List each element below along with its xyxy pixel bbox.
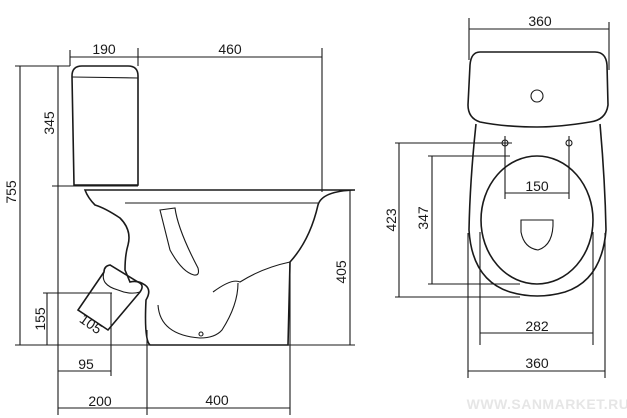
dim-bowl-length: 460: [218, 41, 242, 57]
dim-seat-height: 405: [333, 260, 349, 284]
dim-tank-height: 345: [41, 111, 57, 135]
dim-outlet-diameter: 105: [77, 311, 105, 338]
side-view: 190 460 755 345 405 155 105 95 200 400: [3, 41, 356, 415]
cistern-tank: [71, 65, 139, 186]
dim-outlet-height: 155: [32, 307, 48, 331]
seat-outline: [480, 155, 594, 285]
dim-base-length: 400: [205, 392, 229, 408]
dim-wall-to-base: 200: [88, 393, 112, 409]
top-view: 360 150 423 347 282 360 WWW.SANMARKET.RU: [383, 13, 627, 412]
dim-outlet-offset: 95: [78, 356, 94, 372]
toilet-bowl: [83, 189, 356, 346]
outlet-pipe: [76, 264, 143, 332]
dim-bolt-to-front: 423: [383, 208, 399, 232]
bowl-opening: [520, 219, 554, 251]
dim-seat-length: 347: [415, 206, 431, 230]
cistern-top: [467, 51, 609, 128]
dim-tank-depth: 190: [92, 41, 116, 57]
dim-total-height: 755: [3, 180, 19, 204]
dim-bolt-spacing: 150: [525, 178, 549, 194]
watermark: WWW.SANMARKET.RU: [467, 396, 627, 412]
dim-tank-width: 360: [528, 13, 552, 29]
flush-button-icon: [530, 89, 544, 103]
dim-seat-width: 282: [525, 318, 549, 334]
dim-base-width: 360: [525, 355, 549, 371]
bowl-outline: [468, 123, 607, 297]
